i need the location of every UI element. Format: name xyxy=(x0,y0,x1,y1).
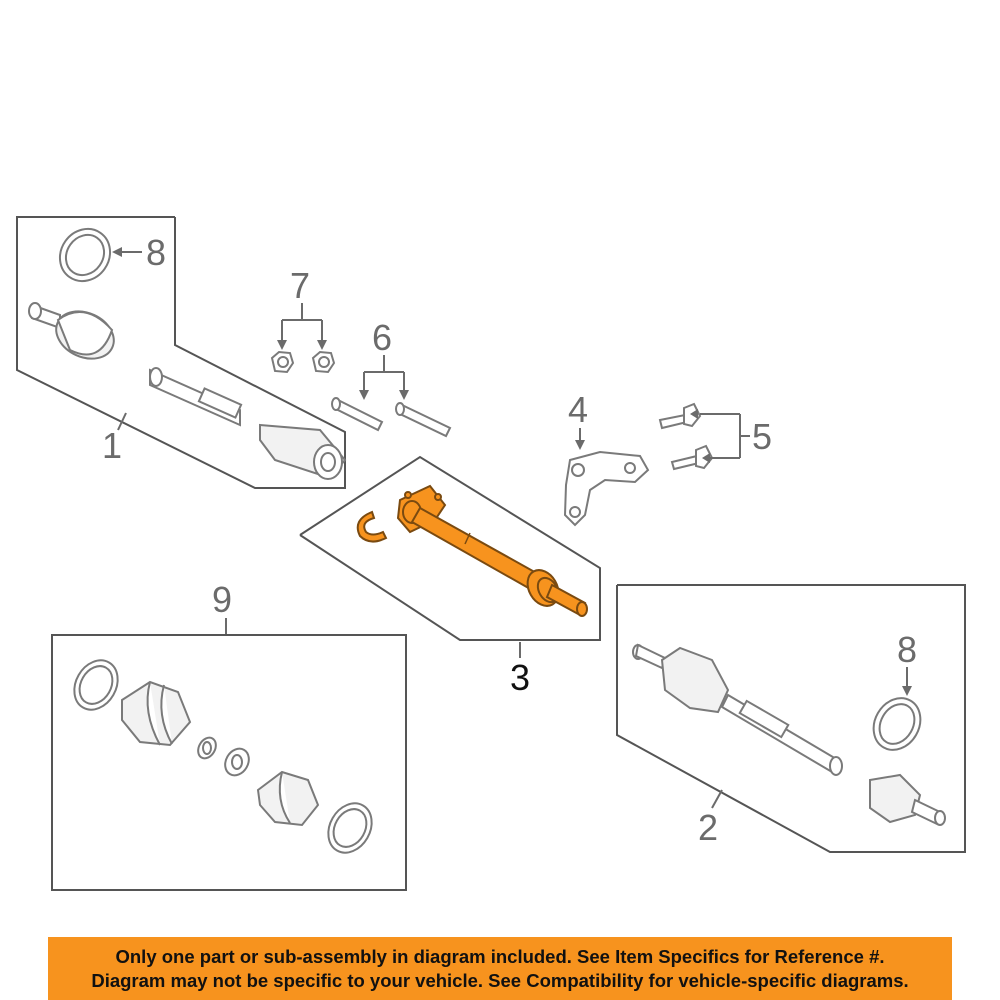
callout-3[interactable]: 3 xyxy=(510,657,530,698)
axle-assembly-right-group: 2 xyxy=(616,584,966,853)
frame-2 xyxy=(616,584,966,853)
callout-7[interactable]: 7 xyxy=(290,265,310,306)
leader-5 xyxy=(700,413,750,459)
leader-6 xyxy=(363,355,405,393)
callout-4[interactable]: 4 xyxy=(568,389,588,430)
callout-8-upper[interactable]: 8 xyxy=(146,232,166,273)
callout-5[interactable]: 5 xyxy=(752,416,772,457)
leader-7 xyxy=(281,303,323,343)
disclaimer-line-2: Diagram may not be specific to your vehi… xyxy=(91,969,909,991)
part-3-intermediate-shaft[interactable] xyxy=(356,484,588,617)
part-1-axle-shaft[interactable] xyxy=(28,302,347,480)
disclaimer-line-1: Only one part or sub-assembly in diagram… xyxy=(115,945,885,967)
snap-ring-8-upper[interactable] xyxy=(50,219,120,291)
bracket-4[interactable] xyxy=(563,450,650,527)
stud-6-a[interactable] xyxy=(331,397,384,432)
nut-7-b[interactable] xyxy=(311,350,336,374)
callout-6[interactable]: 6 xyxy=(372,317,392,358)
intermediate-shaft-group: 3 xyxy=(299,455,601,698)
frame-1 xyxy=(16,216,346,489)
part-2-axle-shaft[interactable] xyxy=(632,643,843,776)
snap-ring-8-lower[interactable] xyxy=(864,690,929,759)
disclaimer-banner: Only one part or sub-assembly in diagram… xyxy=(48,937,952,1000)
kit-ring-small[interactable] xyxy=(320,795,381,860)
frame-3 xyxy=(299,455,601,641)
leader-1 xyxy=(117,412,127,431)
frame-9 xyxy=(51,634,407,891)
outer-joint-2[interactable] xyxy=(869,773,946,826)
boot-kit-group: 9 xyxy=(51,579,407,891)
callout-9[interactable]: 9 xyxy=(212,579,232,620)
callout-8-lower[interactable]: 8 xyxy=(897,629,917,670)
axle-assembly-left-group: 1 xyxy=(16,216,347,489)
kit-clamp-b[interactable] xyxy=(220,744,253,779)
kit-boot-outer[interactable] xyxy=(121,680,192,747)
kit-clamp-a[interactable] xyxy=(195,734,220,761)
kit-boot-inner[interactable] xyxy=(256,770,320,827)
leader-2 xyxy=(711,789,723,809)
callout-1[interactable]: 1 xyxy=(102,425,122,466)
callout-2[interactable]: 2 xyxy=(698,807,718,848)
stud-6-b[interactable] xyxy=(395,402,452,438)
nut-7-a[interactable] xyxy=(270,350,295,374)
kit-ring-large[interactable] xyxy=(66,652,127,717)
